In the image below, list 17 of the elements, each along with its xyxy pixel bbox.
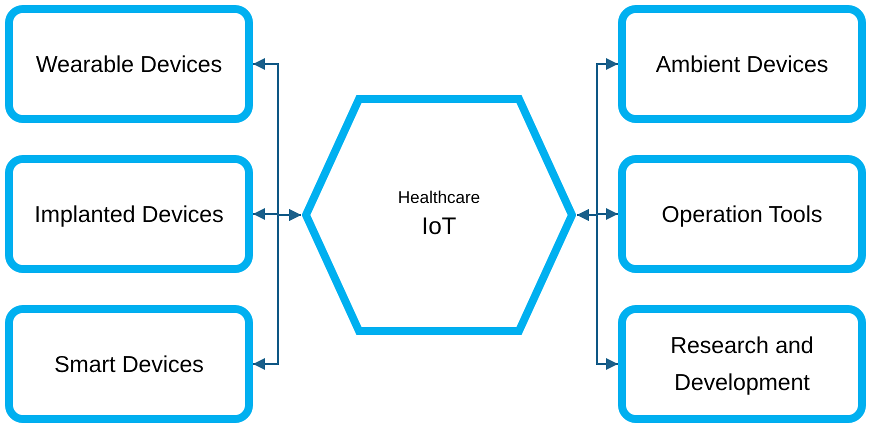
box-label: Research and Development (669, 331, 815, 397)
box-label: Implanted Devices (34, 200, 224, 229)
connector-arrow (577, 209, 618, 370)
device-box (618, 305, 866, 423)
box-label: Smart Devices (54, 350, 204, 379)
device-box (618, 155, 866, 273)
box-label: Operation Tools (662, 200, 822, 229)
device-box (5, 5, 253, 123)
hub-subtitle: Healthcare (398, 187, 480, 210)
hexagon-hub (302, 95, 576, 335)
device-box (5, 305, 253, 423)
box-label: Ambient Devices (656, 50, 828, 79)
device-box (618, 5, 866, 123)
box-label: Wearable Devices (36, 50, 222, 79)
device-box (5, 155, 253, 273)
hub-title: IoT (422, 212, 456, 242)
connector-arrow (253, 209, 301, 370)
